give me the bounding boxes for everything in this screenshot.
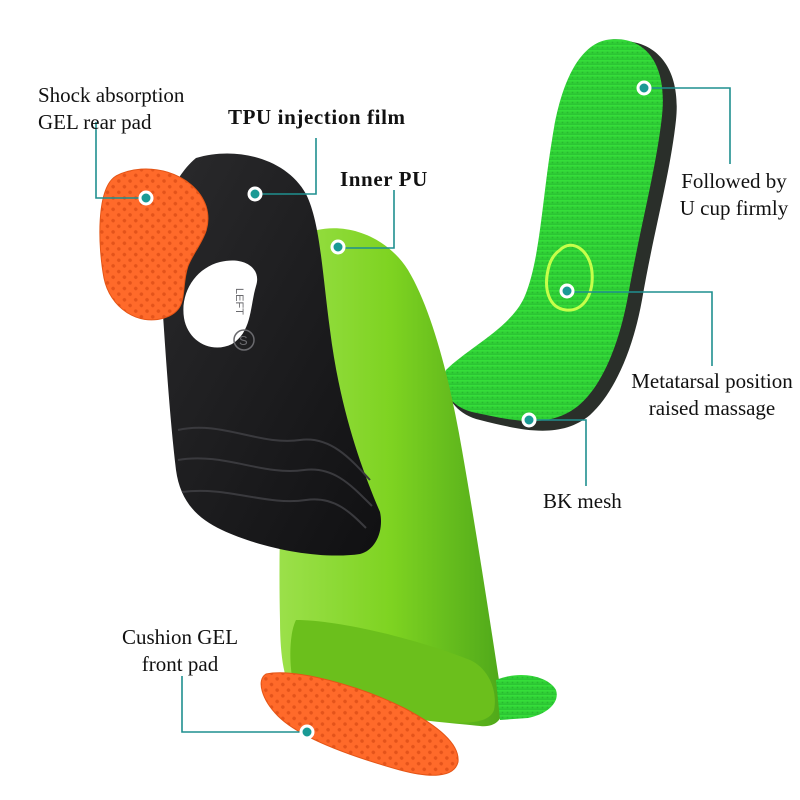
label-shock-line1: Shock absorption xyxy=(38,83,185,107)
marker-u-cup xyxy=(636,80,652,96)
label-tpu-injection-film: TPU injection film xyxy=(228,105,406,129)
label-metatarsal: Metatarsal position raised massage xyxy=(626,368,798,422)
tpu-shell: LEFT S xyxy=(160,153,382,556)
marker-bk-mesh xyxy=(521,412,537,428)
leader-inner-pu xyxy=(338,190,395,249)
tpu-size-text: S xyxy=(239,333,248,348)
label-meta-line1: Metatarsal position xyxy=(631,369,793,393)
label-meta-line2: raised massage xyxy=(648,396,776,420)
leader-u-cup xyxy=(644,87,731,164)
leader-bk-mesh xyxy=(530,419,587,486)
leader-cushion-pad xyxy=(181,676,306,733)
top-insole-surface xyxy=(444,39,663,422)
leader-tpu-film xyxy=(256,138,317,195)
front-gel-pad xyxy=(260,672,459,776)
label-cushion-line1: Cushion GEL xyxy=(121,625,239,649)
marker-cushion-pad xyxy=(299,724,315,740)
inner-pu-toe-tab xyxy=(496,675,557,720)
tpu-side-text: LEFT xyxy=(233,288,245,315)
label-ucup-line1: Followed by xyxy=(681,169,787,193)
label-u-cup: Followed by U cup firmly xyxy=(672,168,796,222)
marker-metatarsal xyxy=(559,283,575,299)
label-bk-mesh: BK mesh xyxy=(543,489,622,513)
label-shock-absorption-pad: Shock absorption GEL rear pad xyxy=(38,82,184,136)
leader-metatarsal xyxy=(568,291,713,366)
label-shock-line2: GEL rear pad xyxy=(38,110,152,134)
marker-tpu-film xyxy=(247,186,263,202)
label-cushion-gel-pad: Cushion GEL front pad xyxy=(112,624,248,678)
top-mesh-insole xyxy=(444,39,677,431)
inner-pu-body xyxy=(279,228,503,727)
label-inner-pu: Inner PU xyxy=(340,167,428,191)
tpu-shell-body xyxy=(160,153,382,556)
rear-gel-pad xyxy=(99,168,209,321)
marker-inner-pu xyxy=(330,239,346,255)
marker-shock-pad xyxy=(138,190,154,206)
label-ucup-line2: U cup firmly xyxy=(679,196,789,220)
leader-shock-pad xyxy=(95,122,144,199)
label-cushion-line2: front pad xyxy=(141,652,219,676)
metatarsal-bump xyxy=(545,243,594,312)
tpu-size-badge xyxy=(233,329,255,351)
tpu-shell-waves xyxy=(177,426,373,529)
